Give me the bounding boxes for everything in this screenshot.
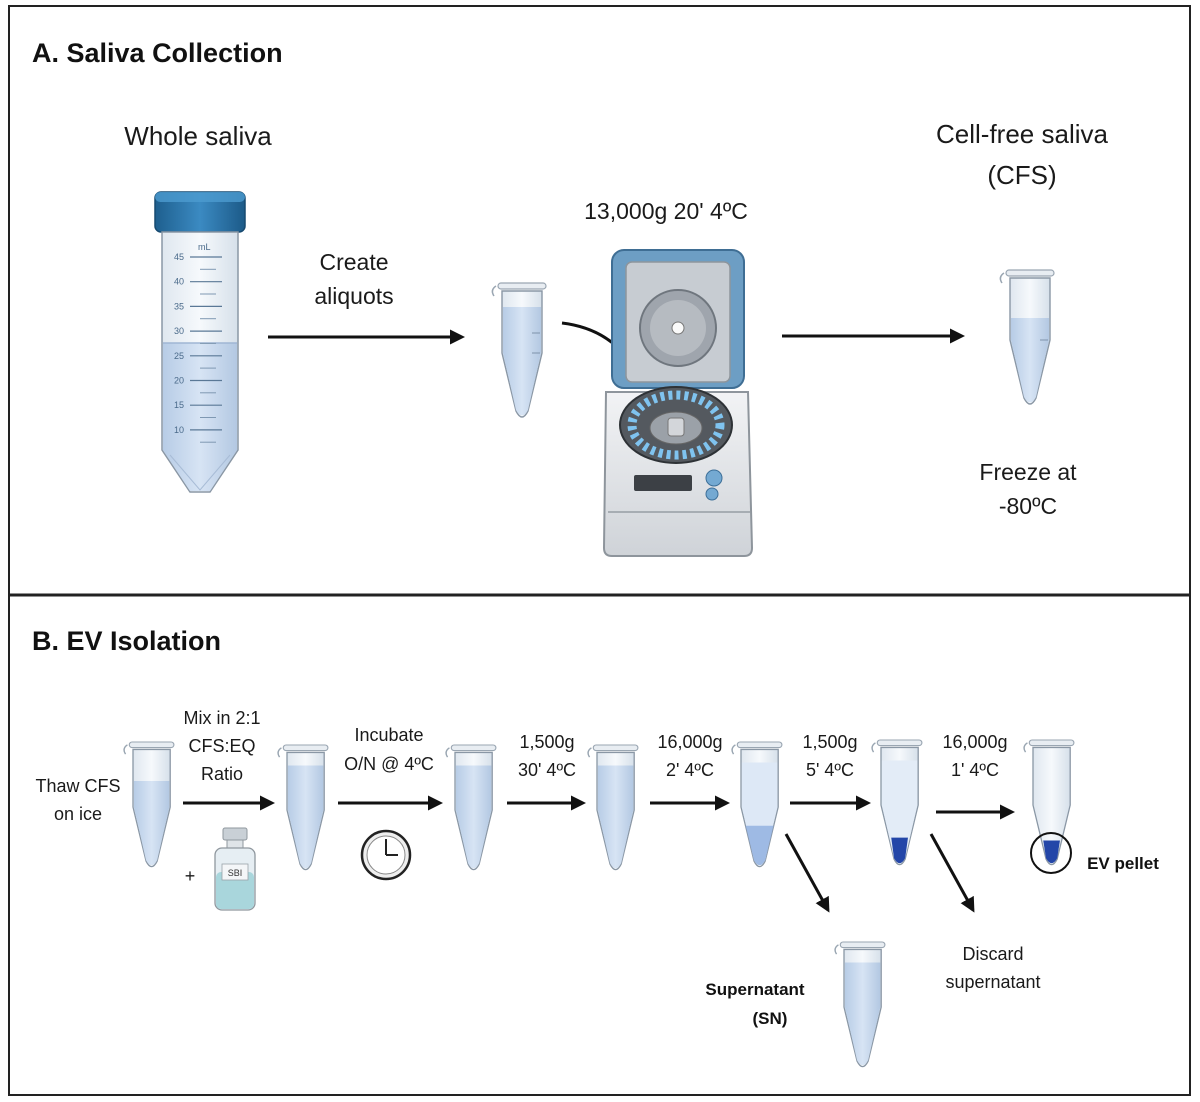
centrifuge-display: [634, 475, 692, 491]
incubate-label-line2: O/N @ 4ºC: [344, 754, 434, 774]
tube-ev-pellet: [1023, 739, 1075, 866]
mix-label-line1: Mix in 2:1: [183, 708, 260, 728]
rotor-tubes: [627, 390, 725, 460]
outer-border: [8, 5, 1191, 1096]
sbi-bottle: SBI: [214, 827, 256, 911]
spin3-label-line2: 5' 4ºC: [806, 760, 854, 780]
tube-unit-label: mL: [198, 242, 211, 252]
ev-pellet-label: EV pellet: [1087, 854, 1159, 873]
thaw-label-line1: Thaw CFS: [35, 776, 120, 796]
freeze-label-line1: Freeze at: [979, 459, 1077, 485]
arrow-to-supernatant: [784, 833, 830, 913]
graduation-label: 40: [174, 277, 184, 287]
plus-sign: +: [185, 866, 196, 886]
aliquot-tube: [491, 282, 547, 418]
graduation-label: 35: [174, 301, 184, 311]
supernatant-label-line2: (SN): [753, 1009, 788, 1028]
spin2-label-line1: 16,000g: [657, 732, 722, 752]
tube-after-spin2: [731, 741, 783, 868]
ev-pellet-highlight: [1030, 832, 1072, 874]
tube-after-spin1: [587, 744, 639, 871]
tube-after-spin3: [871, 739, 923, 866]
clock-icon: [360, 829, 412, 881]
arrow-to-discard: [929, 833, 975, 913]
discard-label-line1: Discard: [962, 944, 1023, 964]
graduation-label: 20: [174, 376, 184, 386]
spin4-label-line1: 16,000g: [942, 732, 1007, 752]
spin1-label-line2: 30' 4ºC: [518, 760, 576, 780]
graduation-label: 45: [174, 252, 184, 262]
thaw-label-line2: on ice: [54, 804, 102, 824]
conical-tube: mL 45 40 35 30 25 20 15 10: [154, 191, 246, 493]
supernatant-label-line1: Supernatant: [705, 980, 805, 999]
cfs-tube: [999, 269, 1055, 405]
sbi-bottle-label: SBI: [228, 868, 243, 878]
mix-label-line3: Ratio: [201, 764, 243, 784]
freeze-label-line2: -80ºC: [999, 493, 1057, 519]
incubate-label-line1: Incubate: [354, 725, 423, 745]
spin4-label-line2: 1' 4ºC: [951, 760, 999, 780]
discard-label-line2: supernatant: [945, 972, 1040, 992]
tube-incubated: [445, 744, 497, 871]
graduation-label: 25: [174, 351, 184, 361]
panel-a-title: A. Saliva Collection: [32, 38, 283, 68]
centrifuge-button: [705, 469, 723, 487]
graduation-label: 10: [174, 425, 184, 435]
tube-thawed-cfs: [123, 741, 175, 868]
centrifuge-condition: 13,000g 20' 4ºC: [584, 198, 748, 224]
centrifuge: [602, 249, 754, 557]
create-label-line2: aliquots: [314, 283, 393, 309]
panel-b-title: B. EV Isolation: [32, 626, 221, 656]
tube-mixed: [277, 744, 329, 871]
spin3-label-line1: 1,500g: [802, 732, 857, 752]
spin1-label-line1: 1,500g: [519, 732, 574, 752]
cfs-label-line1: Cell-free saliva: [936, 119, 1108, 149]
graduation-label: 30: [174, 326, 184, 336]
spin2-label-line2: 2' 4ºC: [666, 760, 714, 780]
mix-label-line2: CFS:EQ: [188, 736, 255, 756]
graduation-label: 15: [174, 400, 184, 410]
create-label-line1: Create: [319, 249, 388, 275]
cfs-label-line2: (CFS): [987, 160, 1056, 190]
whole-saliva-label: Whole saliva: [124, 121, 272, 151]
supernatant-tube: [834, 941, 886, 1068]
